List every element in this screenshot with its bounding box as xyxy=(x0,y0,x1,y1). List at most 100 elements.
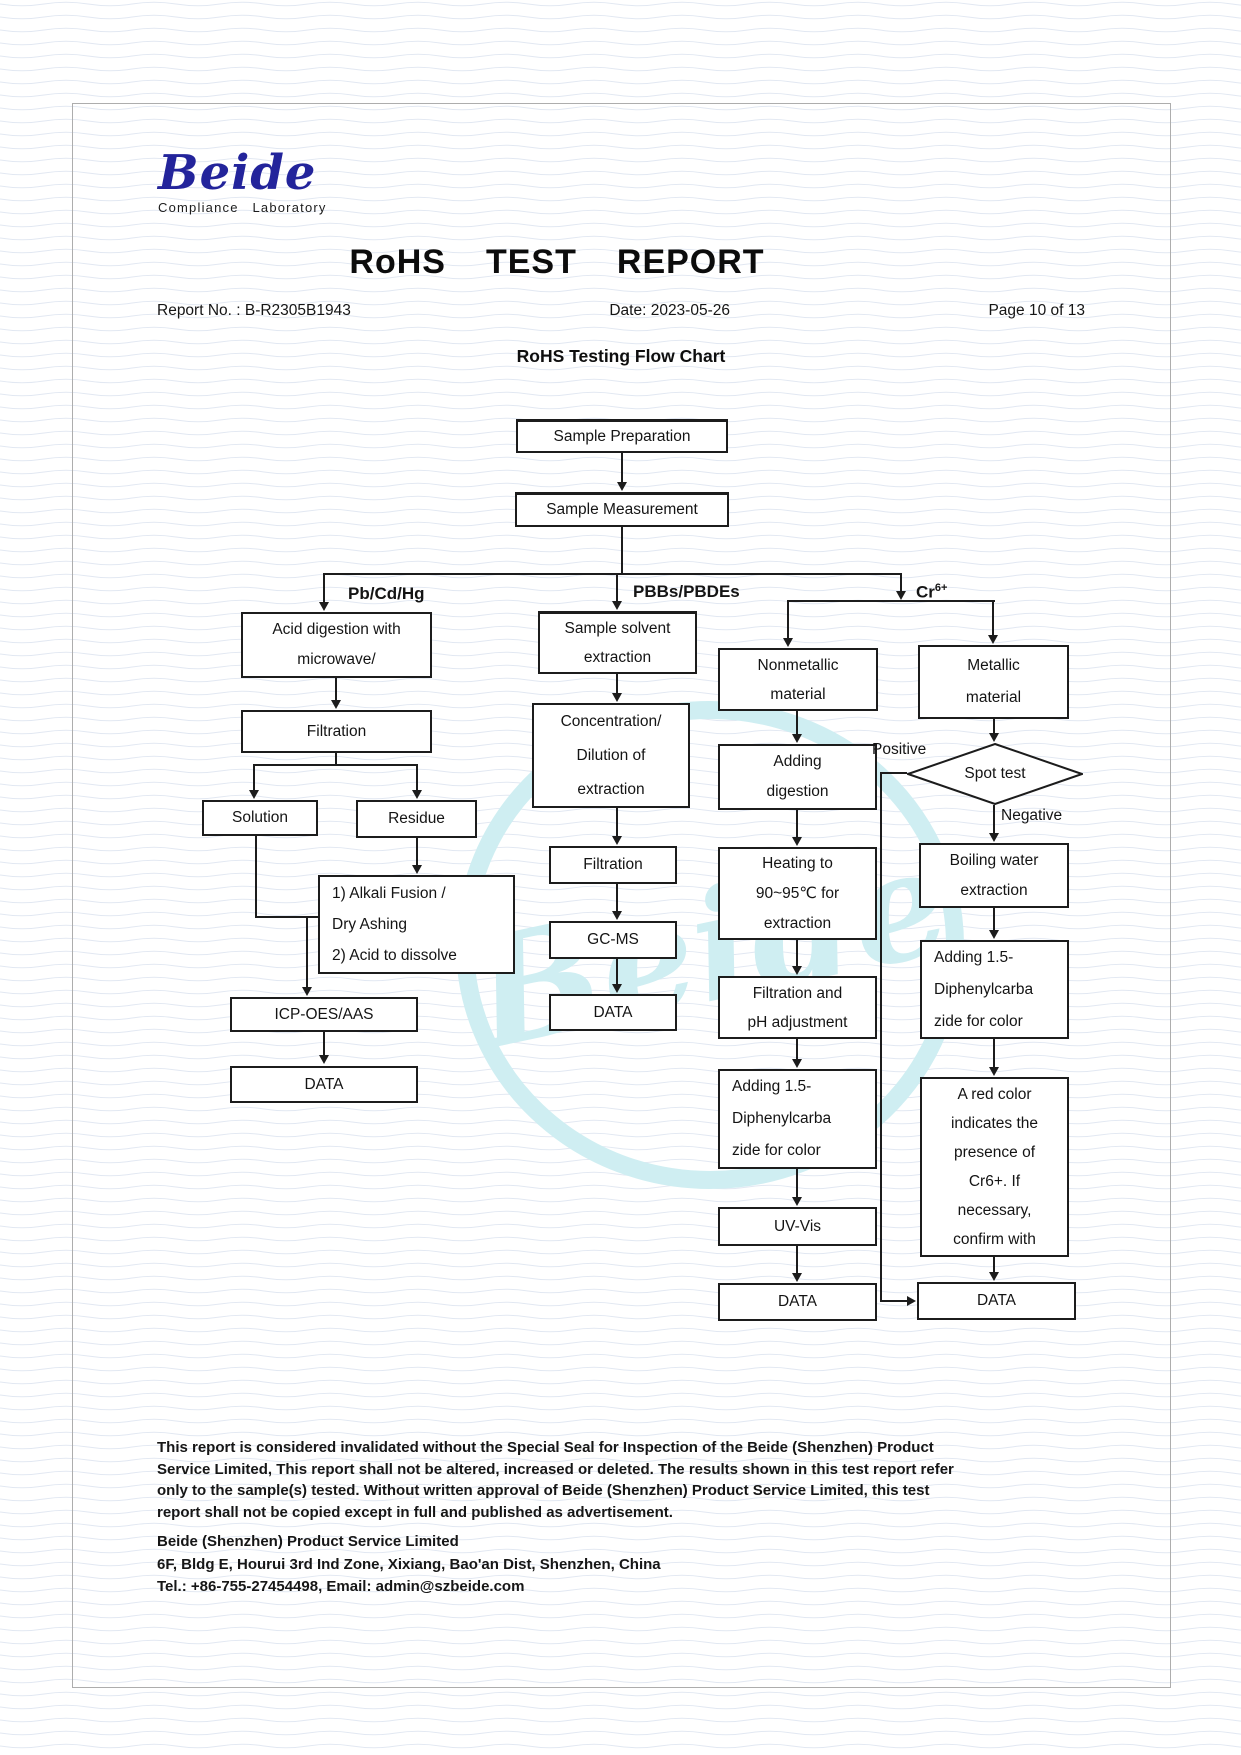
concentration-dilution-box-text: Dilution of xyxy=(576,746,646,764)
arrowhead-down-icon xyxy=(612,601,622,610)
uv-vis-box: UV-Vis xyxy=(718,1207,877,1246)
adding-diphenylcarbazide-mid-box-text: Adding 1.5- xyxy=(732,1078,812,1095)
filtration-left-box-text: Filtration xyxy=(306,722,367,740)
connector-line xyxy=(416,838,418,866)
arrowhead-down-icon xyxy=(989,1067,999,1076)
connector-line xyxy=(796,1246,798,1274)
filtration-mid-box: Filtration xyxy=(549,846,677,884)
connector-line xyxy=(335,753,337,765)
arrowhead-down-icon xyxy=(989,733,999,742)
sample-measurement-box-text: Sample Measurement xyxy=(546,501,698,518)
heating-extraction-box-text: extraction xyxy=(763,914,832,932)
icp-oes-aas-box-text: ICP-OES/AAS xyxy=(274,1005,374,1023)
data-metallic-box: DATA xyxy=(917,1282,1076,1320)
disclaimer-line: This report is considered invalidated wi… xyxy=(157,1439,934,1456)
adding-digestion-box: Adding digestion xyxy=(718,744,877,810)
alkali-fusion-box-text: 1) Alkali Fusion / xyxy=(332,885,446,902)
arrowhead-down-icon xyxy=(412,790,422,799)
company-name: Beide (Shenzhen) Product Service Limited xyxy=(157,1533,459,1550)
arrowhead-down-icon xyxy=(412,865,422,874)
arrowhead-down-icon xyxy=(792,1273,802,1282)
title-word-rohs: RoHS xyxy=(349,243,446,281)
arrowhead-down-icon xyxy=(617,482,627,491)
connector-line xyxy=(900,575,902,592)
company-address: 6F, Bldg E, Hourui 3rd Ind Zone, Xixiang… xyxy=(157,1555,661,1573)
adding-digestion-box-text: Adding xyxy=(773,753,822,770)
data-pbbs-box: DATA xyxy=(549,994,677,1031)
flowchart-title: RoHS Testing Flow Chart xyxy=(516,346,726,366)
report-number: Report No. : B-R2305B1943 xyxy=(157,302,351,319)
report-title: RoHS TEST REPORT xyxy=(157,243,957,282)
arrowhead-down-icon xyxy=(792,734,802,743)
red-color-note-box-text: confirm with xyxy=(953,1231,1036,1248)
label-negative: Negative xyxy=(1001,807,1063,824)
adding-diphenylcarbazide-mid-box-text: zide for color xyxy=(732,1142,821,1159)
nonmetallic-material-box-text: material xyxy=(770,685,826,703)
acid-digestion-box-text: Acid digestion with xyxy=(272,621,401,638)
sample-measurement-box: Sample Measurement xyxy=(515,492,729,527)
connector-line xyxy=(323,575,325,603)
arrowhead-down-icon xyxy=(302,987,312,996)
arrowhead-down-icon xyxy=(792,1197,802,1206)
solution-box-text: Solution xyxy=(231,809,288,826)
concentration-dilution-box-text: extraction xyxy=(577,780,645,798)
arrowhead-down-icon xyxy=(319,1055,329,1064)
data-pbbs-box-text: DATA xyxy=(593,1003,633,1021)
connector-line xyxy=(253,764,418,766)
solution-box: Solution xyxy=(202,800,318,836)
arrowhead-down-icon xyxy=(612,693,622,702)
title-word-report: REPORT xyxy=(616,243,765,281)
heating-extraction-box-text: Heating to xyxy=(762,854,833,872)
arrowhead-down-icon xyxy=(988,635,998,644)
adding-diphenylcarbazide-right-box-text: Diphenylcarba xyxy=(934,980,1034,998)
report-meta-row: Report No. : B-R2305B1943 Date: 2023-05-… xyxy=(157,302,1085,320)
filtration-ph-box-text: Filtration and xyxy=(752,984,843,1002)
report-date: Date: 2023-05-26 xyxy=(609,302,730,319)
data-metallic-box-text: DATA xyxy=(976,1292,1017,1309)
disclaimer-line: report shall not be copied except in ful… xyxy=(157,1503,673,1521)
label-pb-cd-hg: Pb/Cd/Hg xyxy=(348,584,425,603)
connector-line xyxy=(993,908,995,931)
sample-preparation-box: Sample Preparation xyxy=(516,419,728,453)
filtration-mid-box-text: Filtration xyxy=(583,856,643,873)
arrowhead-down-icon xyxy=(249,790,259,799)
nonmetallic-material-box-text: Nonmetallic xyxy=(757,656,839,674)
label-positive: Positive xyxy=(872,741,927,758)
connector-line xyxy=(416,766,418,791)
connector-line xyxy=(323,573,902,575)
red-color-note-box-text: indicates the xyxy=(950,1115,1039,1132)
adding-digestion-box-text: digestion xyxy=(766,783,829,800)
red-color-note-box-text: Cr6+. If xyxy=(968,1173,1021,1190)
arrowhead-down-icon xyxy=(612,984,622,993)
connector-line xyxy=(253,766,255,791)
connector-line xyxy=(796,810,798,838)
connector-line xyxy=(880,772,907,774)
filtration-left-box: Filtration xyxy=(241,710,432,753)
icp-oes-aas-box: ICP-OES/AAS xyxy=(230,997,418,1032)
spot-test-diamond: Spot test xyxy=(904,742,1086,806)
sample-solvent-extraction-box-text: extraction xyxy=(583,649,652,666)
title-word-test: TEST xyxy=(485,243,577,281)
spot-test-diamond-label: Spot test xyxy=(964,765,1026,782)
connector-line xyxy=(616,884,618,912)
connector-line xyxy=(306,918,308,988)
arrowhead-down-icon xyxy=(792,837,802,846)
arrowhead-down-icon xyxy=(792,1059,802,1068)
arrowhead-down-icon xyxy=(989,930,999,939)
metallic-material-box-text: material xyxy=(965,689,1022,706)
red-color-note-box-text: necessary, xyxy=(957,1202,1032,1219)
heating-extraction-box-text: 90~95℃ for xyxy=(755,884,840,902)
connector-line xyxy=(616,575,618,602)
alkali-fusion-box-text: 2) Acid to dissolve xyxy=(332,947,457,964)
connector-line xyxy=(787,600,995,602)
boiling-water-box-text: extraction xyxy=(960,881,1028,899)
logo-brand-text: Beide xyxy=(158,145,317,201)
